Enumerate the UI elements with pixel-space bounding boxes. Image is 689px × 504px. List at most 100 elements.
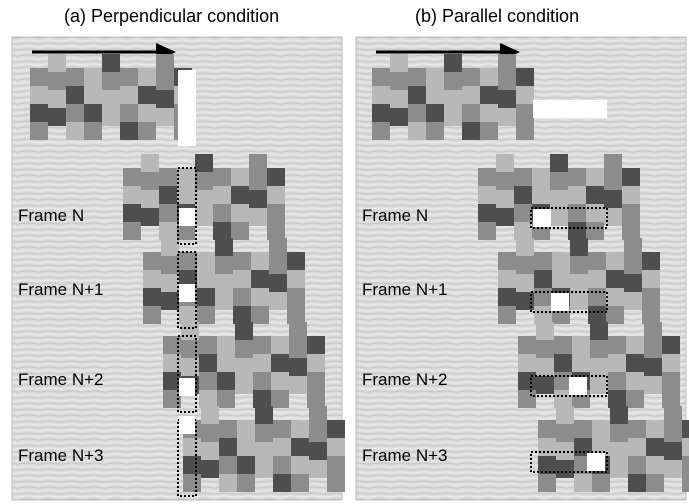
texture-cell xyxy=(538,420,556,438)
texture-cell xyxy=(120,68,138,86)
texture-cell xyxy=(183,456,201,474)
texture-cell xyxy=(163,390,181,408)
texture-cell xyxy=(570,292,588,310)
texture-cell xyxy=(273,456,291,474)
panel-a-bright-spot xyxy=(179,284,195,302)
texture-cell xyxy=(215,292,233,310)
texture-cell xyxy=(123,186,141,204)
texture-cell xyxy=(664,424,682,442)
texture-cell xyxy=(327,474,345,492)
texture-cell xyxy=(141,208,159,226)
texture-cell xyxy=(646,438,664,456)
texture-cell xyxy=(498,252,516,270)
texture-cell xyxy=(177,186,195,204)
texture-cell xyxy=(372,68,390,86)
texture-cell xyxy=(287,252,305,270)
texture-cell xyxy=(143,270,161,288)
texture-cell xyxy=(550,172,568,190)
texture-cell xyxy=(664,442,682,460)
texture-cell xyxy=(197,306,215,324)
texture-cell xyxy=(552,252,570,270)
texture-cell xyxy=(480,104,498,122)
texture-cell xyxy=(255,442,273,460)
texture-cell xyxy=(534,288,552,306)
texture-cell xyxy=(390,72,408,90)
texture-cell xyxy=(554,336,572,354)
texture-cell xyxy=(390,108,408,126)
texture-cell xyxy=(291,474,309,492)
texture-cell xyxy=(163,354,181,372)
texture-cell xyxy=(498,306,516,324)
texture-cell xyxy=(235,322,253,340)
texture-cell xyxy=(462,68,480,86)
panel-a-frame-n-grid xyxy=(123,154,285,240)
texture-cell xyxy=(462,104,480,122)
texture-cell xyxy=(682,474,689,492)
texture-cell xyxy=(590,376,608,394)
texture-cell xyxy=(195,154,213,172)
panel-a-frame-n2-grid xyxy=(163,322,325,408)
texture-cell xyxy=(550,208,568,226)
texture-cell xyxy=(626,390,644,408)
texture-cell xyxy=(215,238,233,256)
texture-cell xyxy=(624,256,642,274)
texture-cell xyxy=(177,168,195,186)
texture-cell xyxy=(514,222,532,240)
texture-cell xyxy=(480,122,498,140)
texture-cell xyxy=(197,270,215,288)
texture-cell xyxy=(213,168,231,186)
texture-cell xyxy=(327,438,345,456)
texture-cell xyxy=(610,406,628,424)
texture-cell xyxy=(568,222,586,240)
texture-cell xyxy=(572,354,590,372)
texture-cell xyxy=(102,72,120,90)
texture-cell xyxy=(289,358,307,376)
texture-cell xyxy=(66,104,84,122)
texture-cell xyxy=(195,190,213,208)
texture-cell xyxy=(291,420,309,438)
texture-cell xyxy=(307,354,325,372)
texture-cell xyxy=(309,424,327,442)
texture-cell xyxy=(408,86,426,104)
texture-cell xyxy=(604,154,622,172)
texture-cell xyxy=(161,292,179,310)
texture-cell xyxy=(201,406,219,424)
texture-cell xyxy=(480,86,498,104)
texture-cell xyxy=(255,460,273,478)
texture-cell xyxy=(289,376,307,394)
texture-cell xyxy=(408,104,426,122)
texture-cell xyxy=(534,252,552,270)
texture-cell xyxy=(498,90,516,108)
panel-b-preview-grid xyxy=(372,54,534,140)
texture-cell xyxy=(156,72,174,90)
texture-cell xyxy=(159,186,177,204)
texture-cell xyxy=(662,354,680,372)
texture-cell xyxy=(48,108,66,126)
texture-cell xyxy=(536,358,554,376)
texture-cell xyxy=(289,322,307,340)
texture-cell xyxy=(444,54,462,72)
panel-b-aperture-outline xyxy=(530,451,608,473)
texture-cell xyxy=(273,474,291,492)
panel-a-bright-spot xyxy=(179,378,195,396)
texture-cell xyxy=(554,354,572,372)
texture-cell xyxy=(161,238,179,256)
texture-cell xyxy=(682,420,689,438)
texture-cell xyxy=(219,420,237,438)
texture-cell xyxy=(66,86,84,104)
texture-cell xyxy=(233,306,251,324)
texture-cell xyxy=(30,68,48,86)
panel-b-frame-label: Frame N+2 xyxy=(362,370,448,389)
texture-cell xyxy=(48,54,66,72)
texture-cell xyxy=(253,372,271,390)
texture-cell xyxy=(628,420,646,438)
texture-cell xyxy=(588,306,606,324)
texture-cell xyxy=(408,68,426,86)
texture-cell xyxy=(267,168,285,186)
texture-cell xyxy=(161,274,179,292)
texture-cell xyxy=(516,122,534,140)
texture-cell xyxy=(138,122,156,140)
texture-cell xyxy=(287,270,305,288)
texture-cell xyxy=(498,270,516,288)
texture-cell xyxy=(138,104,156,122)
